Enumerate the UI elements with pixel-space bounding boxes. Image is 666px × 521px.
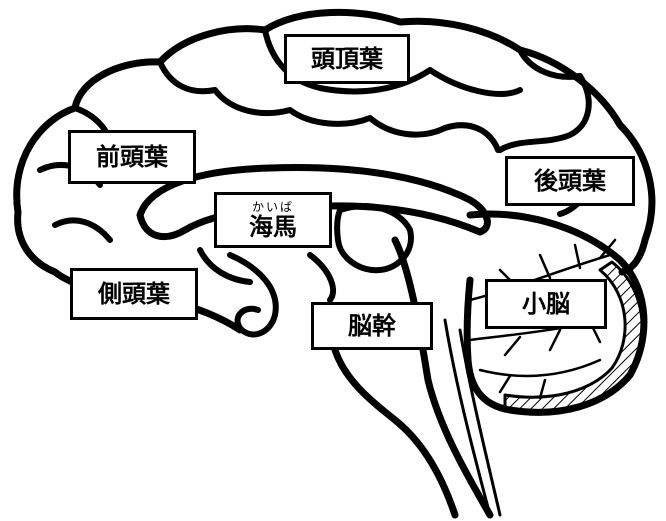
label-hippocampus-text: 海馬 — [249, 213, 297, 241]
label-occipital-lobe: 後頭葉 — [505, 156, 635, 206]
label-cerebellum-text: 小脳 — [522, 290, 570, 318]
label-brainstem-text: 脳幹 — [348, 312, 396, 340]
thalamus — [334, 203, 414, 274]
label-frontal-lobe: 前頭葉 — [68, 130, 196, 184]
brainstem-outline — [331, 236, 494, 519]
cerebellum-hatch — [503, 260, 644, 415]
label-hippocampus-ruby: かいば — [251, 200, 294, 214]
label-cerebellum: 小脳 — [485, 279, 607, 329]
label-parietal-lobe: 頭頂葉 — [284, 34, 410, 84]
label-occipital-text: 後頭葉 — [534, 167, 606, 195]
corpus-callosum — [136, 163, 491, 241]
label-temporal-text: 側頭葉 — [98, 280, 170, 308]
label-parietal-text: 頭頂葉 — [311, 45, 383, 73]
temporal-inner — [197, 247, 337, 303]
spinal-canal — [443, 318, 502, 517]
hippocampus-curve — [227, 252, 279, 338]
label-temporal-lobe: 側頭葉 — [70, 268, 198, 320]
label-brainstem: 脳幹 — [311, 302, 433, 350]
label-frontal-text: 前頭葉 — [96, 143, 168, 171]
label-hippocampus: かいば 海馬 — [214, 192, 332, 248]
